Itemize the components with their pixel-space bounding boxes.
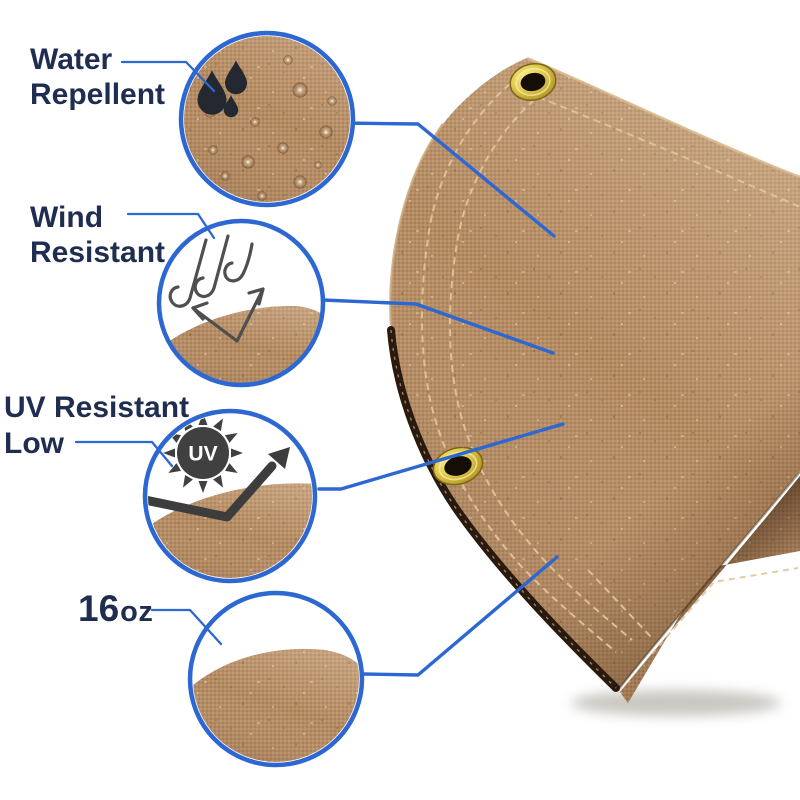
- binding-stitch: [390, 329, 617, 689]
- fabric-weight-detail-circle: [187, 590, 365, 768]
- tarp-main-layer: [390, 58, 800, 690]
- label-water-line1: Water: [30, 43, 113, 76]
- label-uv-resistant: UV Resistant Low: [4, 390, 189, 462]
- leader-line-wind-tarp: [321, 298, 555, 355]
- wind-resistant-detail-circle: [156, 218, 326, 388]
- leader-line-weight-tarp: [360, 555, 559, 677]
- label-to-bubble-lines: [74, 60, 223, 646]
- label-uv-line1: UV Resistant: [4, 391, 190, 424]
- label-wind-line2: Resistant: [30, 236, 166, 269]
- leader-line-wind-label: [126, 212, 216, 240]
- fold-crease: [617, 471, 800, 691]
- uv-sun-label: UV: [188, 443, 217, 466]
- water-beads: [204, 55, 337, 201]
- hem-stitches: [421, 83, 800, 653]
- tarp-left-edge: [389, 123, 445, 326]
- leader-line-weight-label: [150, 608, 223, 646]
- label-wind-line1: Wind: [30, 201, 104, 234]
- leader-line-water-tarp: [340, 121, 556, 238]
- label-weight-number: 16: [78, 588, 120, 629]
- tarp-top-edge: [526, 56, 800, 179]
- label-fabric-weight: 16 oz: [78, 588, 153, 630]
- leader-line-uv-label: [74, 440, 174, 468]
- label-uv-line2: Low: [4, 427, 64, 460]
- label-wind-resistant: Wind Resistant: [30, 200, 165, 270]
- bubble-to-tarp-lines: [317, 121, 565, 677]
- label-water-line2: Repellent: [30, 78, 166, 111]
- wind-gust-bounce-arrow-icon: [168, 234, 265, 343]
- uv-resistant-detail-circle: UV: [142, 408, 318, 584]
- label-water-repellent: Water Repellent: [30, 42, 165, 112]
- uv-sun-reflect-arrow-icon: UV: [148, 414, 290, 522]
- tarp-shadow: [571, 690, 781, 716]
- label-weight-unit: oz: [120, 596, 154, 628]
- leader-line-water-label: [120, 60, 216, 93]
- water-repellent-detail-circle: [178, 30, 356, 208]
- leader-line-uv-tarp: [317, 422, 565, 491]
- brass-grommet-top: [509, 63, 557, 101]
- tarp-photo: [387, 56, 800, 716]
